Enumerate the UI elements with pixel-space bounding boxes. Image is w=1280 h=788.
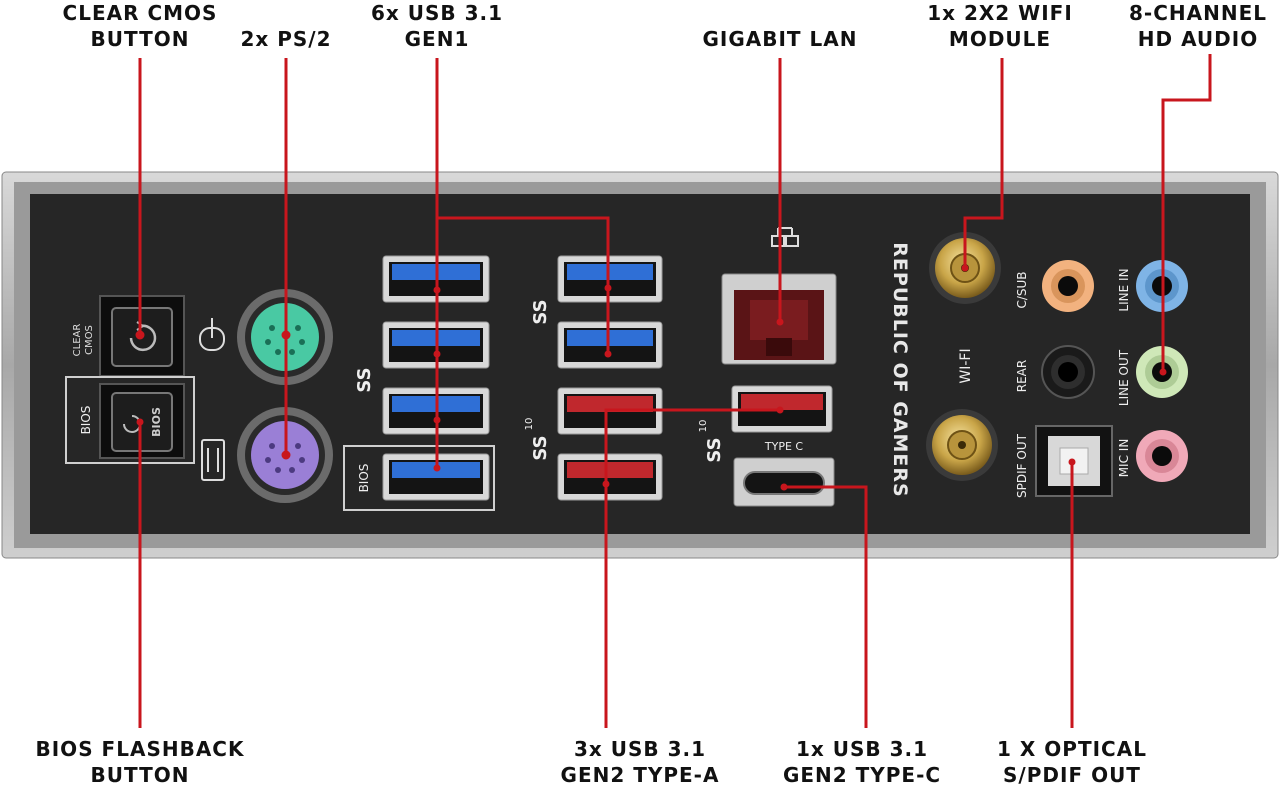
- callout-clear-cmos-line1: CLEAR CMOS: [62, 1, 218, 25]
- audio-rear-label: REAR: [1015, 360, 1029, 392]
- ss10-usb-icon-right: SS: [704, 437, 725, 462]
- network-icon: [771, 227, 799, 247]
- callout-clear-cmos: CLEAR CMOS BUTTON: [45, 0, 235, 52]
- wifi-label: WI-FI: [958, 348, 974, 383]
- callout-usb-gen2-c-line1: 1x USB 3.1: [795, 737, 929, 761]
- leader-dot: [780, 483, 788, 491]
- ss-usb-icon-left: SS: [354, 367, 375, 392]
- audio-jack-mic-in: [1136, 430, 1188, 482]
- leader-dot: [433, 416, 441, 424]
- leader-dot-ps2: [281, 330, 291, 340]
- callout-wifi: 1x 2X2 WIFI MODULE: [910, 0, 1090, 52]
- ss-usb-icon-mid: SS: [530, 299, 551, 324]
- leader-dot: [433, 464, 441, 472]
- leader-dot: [136, 418, 144, 426]
- ss10-superscript-right: 10: [698, 420, 709, 433]
- leader-dot: [961, 264, 969, 272]
- leader-line-usb-gen2-a: [604, 408, 780, 728]
- leader-dot: [602, 480, 610, 488]
- callout-wifi-line1: 1x 2X2 WIFI: [927, 1, 1073, 25]
- callout-usb-gen2-a-line1: 3x USB 3.1: [573, 737, 707, 761]
- callout-optical-line1: 1 X OPTICAL: [997, 737, 1147, 761]
- callout-ps2-line1: 2x PS/2: [240, 27, 332, 51]
- callout-optical: 1 X OPTICAL S/PDIF OUT: [982, 736, 1162, 788]
- leader-dot-ps2-2: [281, 450, 291, 460]
- wifi-antenna-connector: [926, 409, 998, 481]
- spdif-out-label: SPDIF OUT: [1015, 433, 1029, 498]
- bios-usb-port: [343, 445, 495, 511]
- ss10-superscript-mid: 10: [524, 418, 535, 431]
- bios-button-label: BIOS: [150, 407, 163, 437]
- audio-line-in-label: LINE IN: [1117, 268, 1131, 311]
- leader-line-wifi: [963, 58, 1004, 268]
- bios-usb-label: BIOS: [357, 464, 371, 493]
- leader-dot: [776, 318, 784, 326]
- usb-gen2-port: [557, 453, 663, 501]
- audio-jack-rear: [1041, 345, 1095, 399]
- callout-usb-gen2-a-line2: GEN2 TYPE-A: [560, 763, 720, 787]
- leader-dot: [1159, 368, 1167, 376]
- leader-dot: [1068, 458, 1076, 466]
- usb-gen1-port: [557, 321, 663, 369]
- usb-header-icon: [201, 439, 225, 481]
- leader-dot: [433, 350, 441, 358]
- audio-mic-in-label: MIC IN: [1117, 439, 1131, 478]
- callout-usb-gen1: 6x USB 3.1 GEN1: [362, 0, 512, 52]
- callout-lan: GIGABIT LAN: [690, 26, 870, 52]
- leader-line-audio: [1161, 54, 1212, 372]
- usb-type-c-port: [733, 457, 835, 507]
- audio-jack-csub: [1042, 260, 1094, 312]
- callout-usb-gen1-line2: GEN1: [404, 27, 470, 51]
- callout-ps2: 2x PS/2: [226, 26, 346, 52]
- leader-line-usb-gen1-branch: [437, 216, 610, 354]
- leader-dot-clear-cmos: [135, 330, 145, 340]
- clear-cmos-label-2: CMOS: [84, 325, 95, 355]
- callout-clear-cmos-line2: BUTTON: [90, 27, 190, 51]
- callout-optical-line2: S/PDIF OUT: [1003, 763, 1141, 787]
- leader-dot: [776, 406, 784, 414]
- callout-usb-gen2-c: 1x USB 3.1 GEN2 TYPE-C: [762, 736, 962, 788]
- callout-bios-flashback-line2: BUTTON: [90, 763, 190, 787]
- bios-side-label: BIOS: [79, 406, 93, 435]
- callout-wifi-line2: MODULE: [948, 27, 1052, 51]
- callout-audio-line1: 8-CHANNEL: [1129, 1, 1267, 25]
- audio-csub-label: C/SUB: [1015, 271, 1029, 308]
- callout-usb-gen2-c-line2: GEN2 TYPE-C: [782, 763, 942, 787]
- ss10-usb-icon-mid: SS: [530, 435, 551, 460]
- callout-usb-gen2-a: 3x USB 3.1 GEN2 TYPE-A: [540, 736, 740, 788]
- callout-bios-flashback-line1: BIOS FLASHBACK: [35, 737, 245, 761]
- rog-brand-text: REPUBLIC OF GAMERS: [889, 242, 911, 497]
- clear-cmos-label-1: CLEAR: [72, 324, 83, 357]
- leader-line-usb-gen2-c: [784, 485, 868, 728]
- leader-dot: [604, 284, 612, 292]
- ps2-keyboard-port: [237, 407, 333, 503]
- mouse-icon: [199, 318, 225, 351]
- callout-lan-line1: GIGABIT LAN: [702, 27, 858, 51]
- callout-audio: 8-CHANNEL HD AUDIO: [1118, 0, 1278, 52]
- audio-line-out-label: LINE OUT: [1117, 349, 1131, 406]
- callout-usb-gen1-line1: 6x USB 3.1: [370, 1, 504, 25]
- leader-dot: [433, 286, 441, 294]
- usb-gen1-port: [557, 255, 663, 303]
- type-c-label: TYPE C: [764, 440, 804, 453]
- callout-audio-line2: HD AUDIO: [1137, 27, 1259, 51]
- callout-bios-flashback: BIOS FLASHBACK BUTTON: [20, 736, 260, 788]
- leader-dot: [604, 350, 612, 358]
